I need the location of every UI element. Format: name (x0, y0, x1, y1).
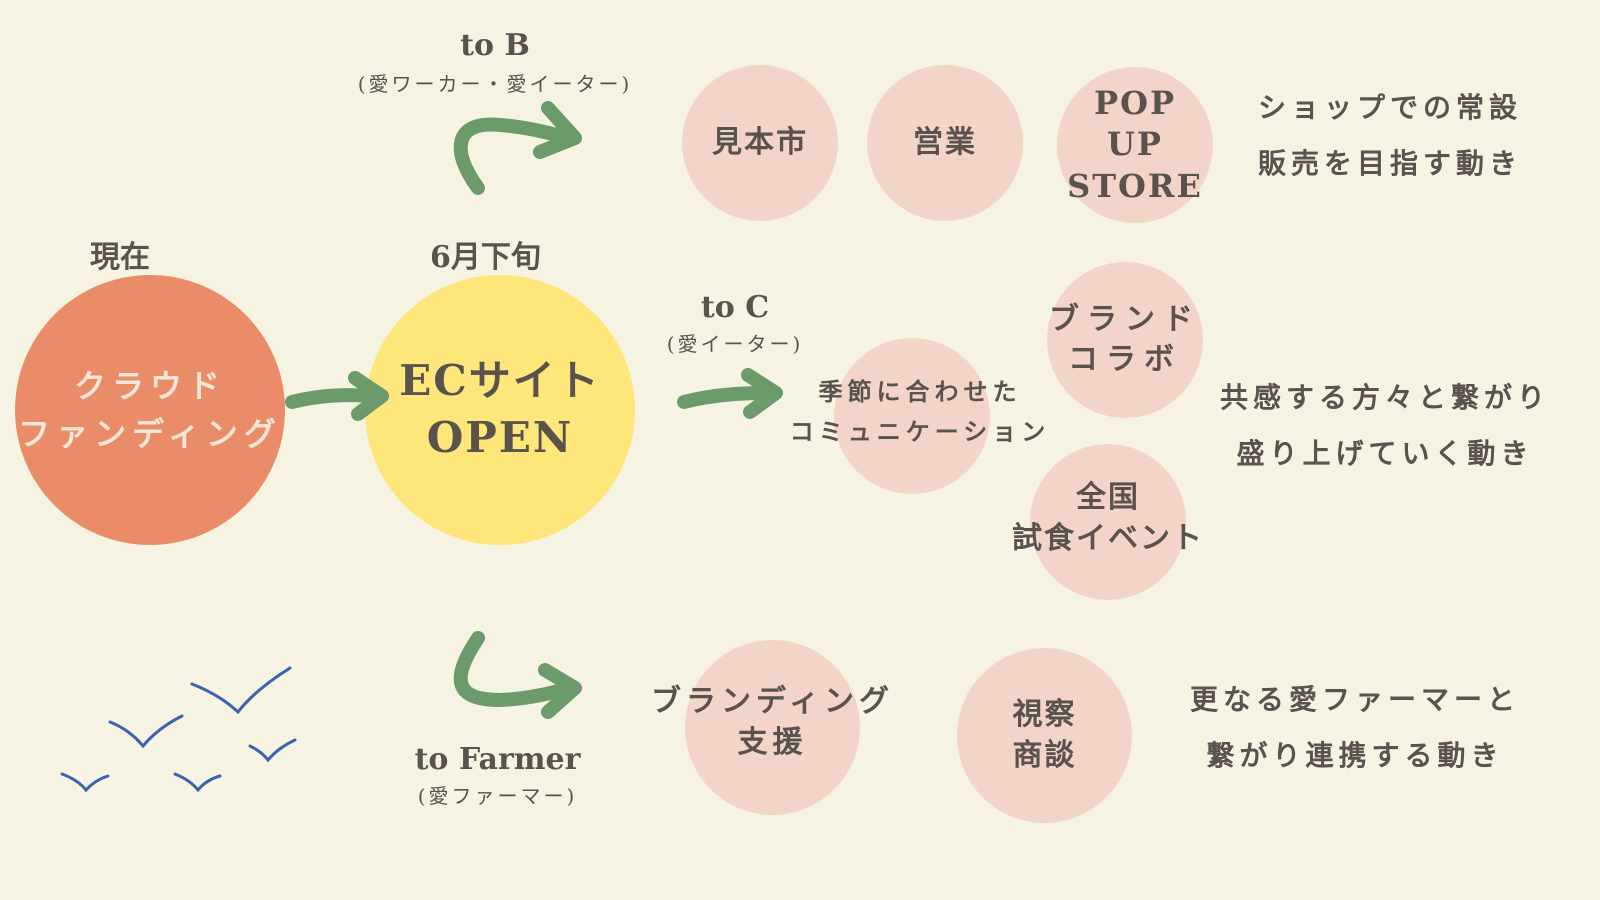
arrow-to-ec-icon (285, 388, 385, 409)
desc-line: 共感する方々と繋がり (1219, 381, 1550, 414)
to-c-item-tasting: 全国 試食イベント (1000, 478, 1216, 559)
item-label: POP UP STORE (1067, 83, 1203, 205)
desc-line: 盛り上げていく動き (1236, 437, 1534, 470)
to-c-description: 共感する方々と繋がり 盛り上げていく動き (1210, 370, 1560, 482)
crowdfunding-label-2: ファンディング (18, 415, 282, 453)
arrow-to-farmer-icon (453, 631, 577, 707)
to-farmer-subtitle: (愛ファーマー) (417, 784, 578, 808)
arrow-to-b-head (533, 101, 582, 159)
to-c-item-brand-collab: ブランドコラボ (1047, 262, 1203, 418)
to-b-item-sales: 営業 (867, 65, 1023, 221)
ec-label-1: ECサイト (399, 356, 601, 406)
item-label: 視察 (1012, 697, 1077, 732)
to-c-title: to C (700, 290, 770, 325)
ec-label-2: OPEN (426, 413, 574, 462)
item-label: 試食イベント (1012, 520, 1204, 556)
to-farmer-item-branding: ブランディング 支援 (650, 682, 895, 763)
to-b-title: to B (460, 28, 530, 63)
desc-line: 更なる愛ファーマーと (1189, 683, 1520, 716)
ec-site-circle: ECサイト OPEN (365, 275, 635, 545)
desc-line: 販売を目指す動き (1257, 147, 1522, 180)
item-label: ブランド (1049, 301, 1201, 337)
to-b-description: ショップでの常設 販売を目指す動き (1240, 80, 1540, 192)
late-june-heading: 6月下旬 (430, 240, 541, 275)
arrow-to-b-icon (453, 117, 577, 195)
to-c-item-tasting-bg (1030, 444, 1186, 600)
to-farmer-title: to Farmer (414, 742, 581, 777)
item-label: 見本市 (712, 124, 808, 160)
item-label: ブランディング (651, 684, 894, 719)
crowdfunding-circle: クラウド ファンディング (15, 275, 285, 545)
item-label: 商談 (1012, 737, 1077, 773)
to-farmer-description: 更なる愛ファーマーと 繋がり連携する動き (1180, 672, 1530, 784)
to-c-item-seasonal-bg (834, 338, 990, 494)
to-c-subtitle: (愛イーター) (666, 332, 804, 356)
desc-line: 繋がり連携する動き (1206, 739, 1504, 772)
to-farmer-item-visit: 視察商談 (957, 648, 1132, 823)
item-label: 季節に合わせた (818, 377, 1022, 406)
arrow-to-farmer-head (538, 663, 582, 719)
to-b-item-popup: POP UP STORE (1057, 67, 1213, 223)
now-heading: 現在 (90, 240, 150, 275)
arrow-to-ec-head (348, 371, 389, 421)
to-c-item-seasonal: 季節に合わせた コミュニケーション (770, 372, 1070, 452)
birds-icon (60, 666, 297, 793)
to-b-item-trade-show: 見本市 (682, 65, 838, 221)
item-label: コミュニケーション (789, 417, 1051, 446)
desc-line: ショップでの常設 (1257, 91, 1522, 124)
item-label: 営業 (913, 124, 977, 160)
to-b-subtitle: (愛ワーカー・愛イーター) (357, 72, 633, 96)
item-label: 支援 (737, 724, 808, 760)
to-farmer-item-branding-bg (685, 640, 860, 815)
arrow-to-c-head (741, 368, 783, 419)
item-label: 全国 (1076, 480, 1140, 515)
item-label: コラボ (1068, 342, 1182, 377)
crowdfunding-label-1: クラウド (73, 367, 226, 405)
